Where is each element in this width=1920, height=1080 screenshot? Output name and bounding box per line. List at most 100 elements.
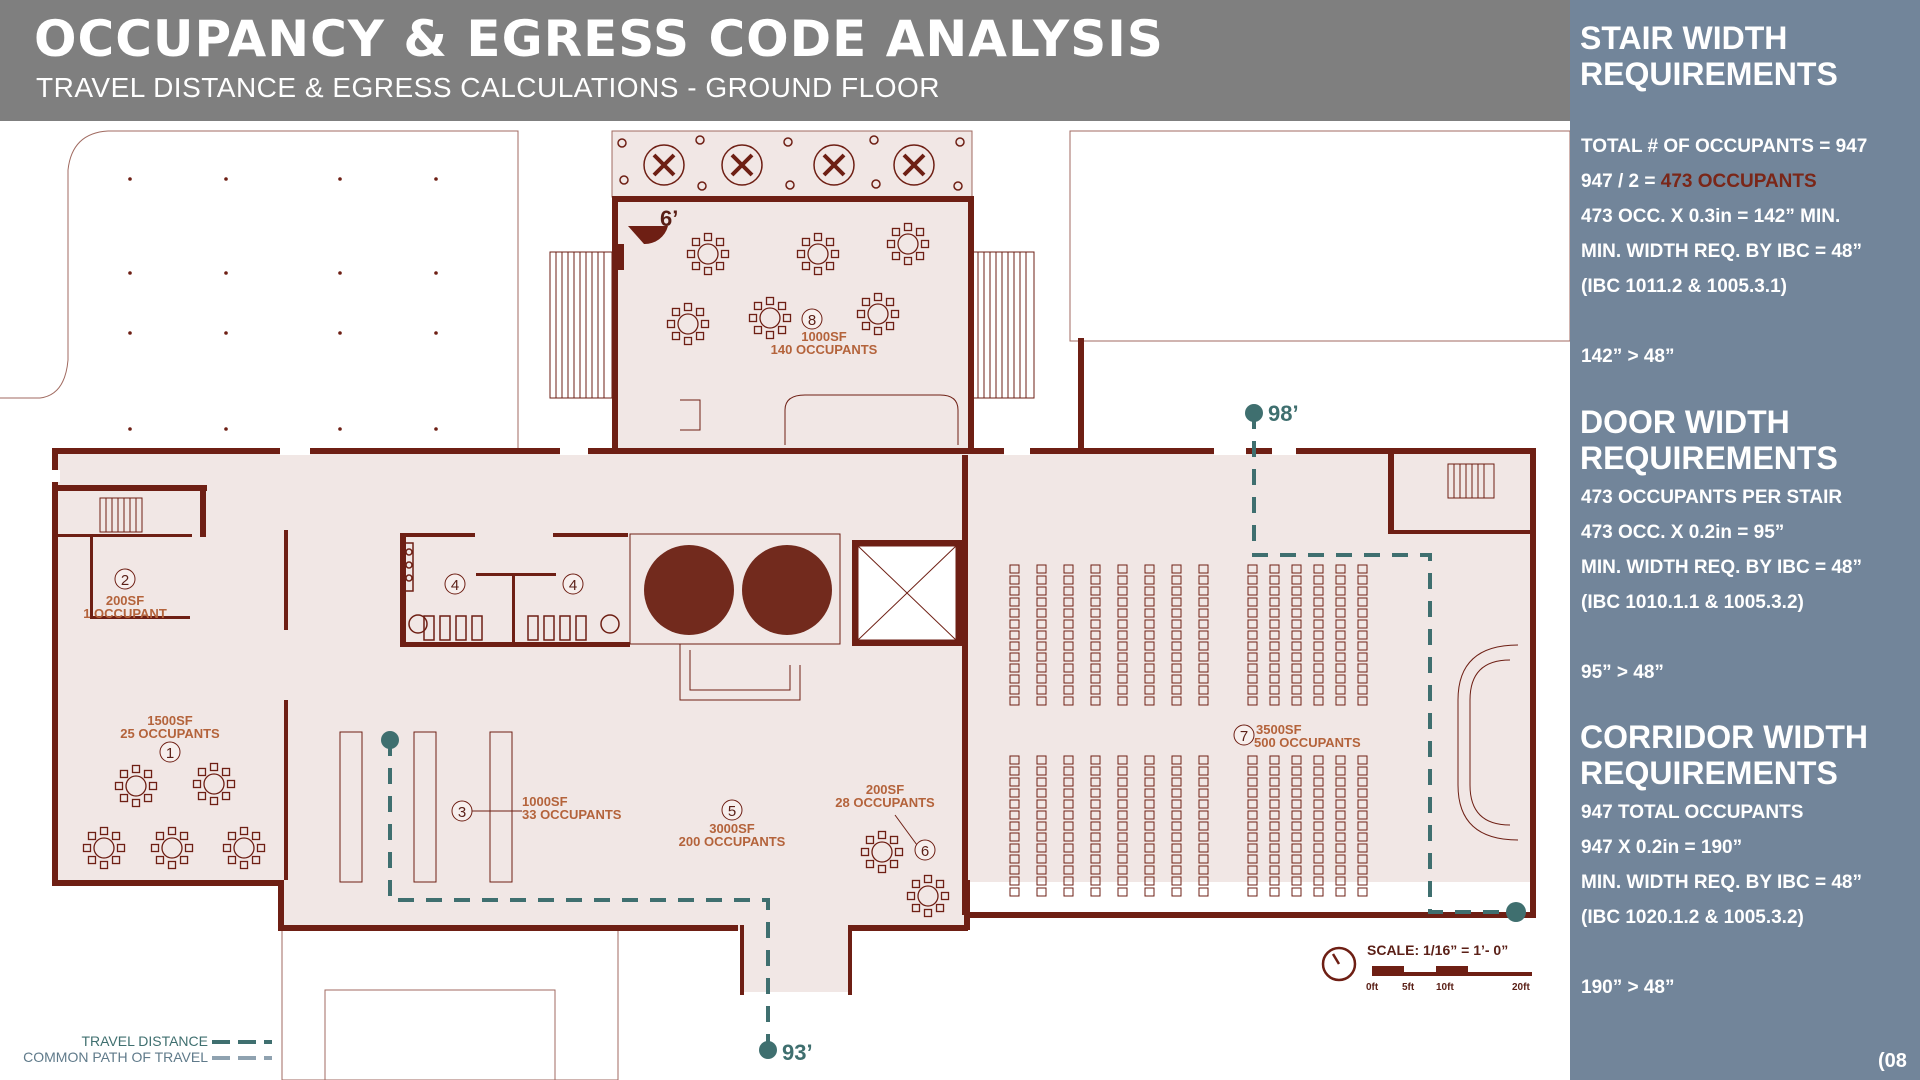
seat (1335, 832, 1346, 842)
seat (1117, 777, 1128, 787)
planter-top (611, 130, 973, 198)
round-table (697, 243, 719, 265)
seat (1291, 597, 1302, 607)
seat (1063, 854, 1074, 864)
seat (1247, 777, 1258, 787)
chair (860, 847, 870, 857)
room-6-number: 6 (921, 843, 929, 860)
seat (1335, 755, 1346, 765)
seat (1009, 766, 1020, 776)
seat (1090, 575, 1101, 585)
seat (1269, 652, 1280, 662)
stairs (99, 251, 1519, 841)
seat (1090, 663, 1101, 673)
seat (1036, 854, 1047, 864)
travel-path (388, 413, 1516, 1050)
seat (1063, 887, 1074, 897)
seat (1357, 652, 1368, 662)
seat (1291, 810, 1302, 820)
seat (1269, 865, 1280, 875)
scale-tick-0: 0ft (1366, 982, 1379, 993)
elevator-shaft (857, 545, 957, 641)
seat (1357, 586, 1368, 596)
room-4-number: 4 (451, 577, 459, 594)
scale-tick-5: 5ft (1402, 982, 1415, 993)
corridor-line-4: (IBC 1020.1.2 & 1005.3.2) (1581, 907, 1804, 928)
round-table (917, 885, 939, 907)
seat (1090, 821, 1101, 831)
seat (1090, 865, 1101, 875)
room-1-number: 1 (166, 745, 174, 762)
seat (1357, 821, 1368, 831)
chair (143, 769, 153, 779)
room-3-number: 3 (458, 804, 466, 821)
seat (1117, 608, 1128, 618)
round-tables (82, 222, 950, 918)
chair (143, 793, 153, 803)
seat (1171, 799, 1182, 809)
chair (179, 831, 189, 841)
chair (753, 301, 763, 311)
seat (1171, 865, 1182, 875)
seat (1335, 630, 1346, 640)
chair (903, 256, 913, 266)
chair (691, 261, 701, 271)
chair (695, 307, 705, 317)
seat (1117, 843, 1128, 853)
seat (1335, 674, 1346, 684)
seat (1144, 876, 1155, 886)
seat (1357, 766, 1368, 776)
chair (226, 779, 236, 789)
seat (1171, 843, 1182, 853)
seat (1313, 766, 1324, 776)
seat (1063, 652, 1074, 662)
stair-line-2: 947 / 2 = 473 OCCUPANTS (1581, 171, 1817, 193)
seat (1291, 630, 1302, 640)
seat (1357, 630, 1368, 640)
room-3-area: 1000SF (522, 794, 568, 809)
page-number: (08 (1878, 1050, 1907, 1072)
seat (1269, 608, 1280, 618)
legend-travel-distance: TRAVEL DISTANCE (81, 1033, 208, 1049)
seat (1247, 619, 1258, 629)
chair (923, 874, 933, 884)
seat (1036, 630, 1047, 640)
seat (1198, 597, 1209, 607)
chair (801, 237, 811, 247)
chair (940, 891, 950, 901)
floor-plan: 2 200SF 1 OCCUPANT 1500SF 25 OCCUPANTS 1… (0, 130, 1570, 1080)
seat (1269, 887, 1280, 897)
seat (1247, 663, 1258, 673)
seat (1357, 755, 1368, 765)
seat (1335, 564, 1346, 574)
seat (1247, 810, 1258, 820)
seat (1063, 575, 1074, 585)
chair (239, 826, 249, 836)
seat (1198, 821, 1209, 831)
seat (1117, 799, 1128, 809)
stair-line-5: (IBC 1011.2 & 1005.3.1) (1581, 276, 1787, 297)
seat (1009, 865, 1020, 875)
seat (1117, 854, 1128, 864)
corridor-line-1: 947 TOTAL OCCUPANTS (1581, 802, 1804, 823)
seat (1144, 832, 1155, 842)
door-heading-2: REQUIREMENTS (1580, 440, 1838, 476)
seat (1198, 696, 1209, 706)
seat (1063, 766, 1074, 776)
seat (1036, 821, 1047, 831)
seat (1009, 663, 1020, 673)
seat (1009, 696, 1020, 706)
chair (155, 831, 165, 841)
seat (1291, 799, 1302, 809)
seat (1335, 586, 1346, 596)
seat (1291, 821, 1302, 831)
seat (1247, 865, 1258, 875)
seat (1090, 755, 1101, 765)
chair (192, 779, 202, 789)
seat (1063, 608, 1074, 618)
seat (1291, 641, 1302, 651)
seat (1036, 799, 1047, 809)
chair (119, 769, 129, 779)
